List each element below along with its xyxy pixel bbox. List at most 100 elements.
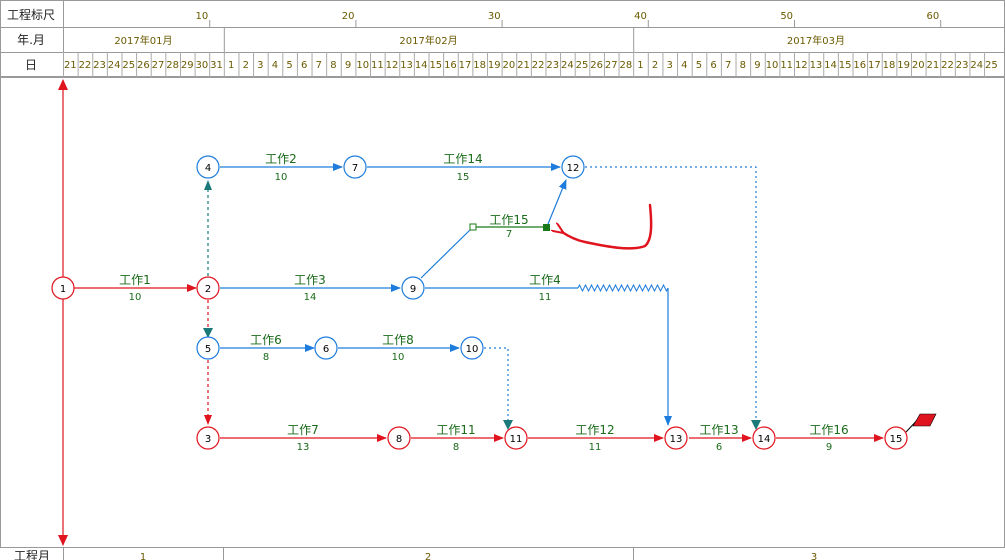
edge-15-12 — [547, 179, 567, 225]
footer-month-3: 3 — [811, 552, 817, 560]
node-11[interactable]: 11 — [504, 426, 528, 450]
start-line-bottom-arrow — [58, 535, 68, 546]
day-label: 28 — [620, 60, 633, 71]
day-label: 11 — [780, 60, 793, 71]
node-4-label: 4 — [205, 163, 211, 174]
day-label: 12 — [386, 60, 399, 71]
day-label: 19 — [897, 60, 910, 71]
day-label: 23 — [546, 60, 559, 71]
day-label: 23 — [93, 60, 106, 71]
task-duration-13: 6 — [716, 442, 722, 453]
day-label: 13 — [810, 60, 823, 71]
node-13-label: 13 — [670, 434, 683, 445]
node-6-label: 6 — [323, 344, 329, 355]
node-15[interactable]: 15 — [884, 426, 908, 450]
day-label: 10 — [356, 60, 369, 71]
day-label: 17 — [868, 60, 881, 71]
start-line-top-arrow — [58, 79, 68, 90]
day-label: 29 — [181, 60, 194, 71]
edge-10-11-arrow — [503, 420, 513, 430]
task15-end-marker — [543, 224, 550, 231]
timeline-footer: 工程月 1 2 3 — [0, 547, 1005, 560]
day-label: 4 — [681, 60, 687, 71]
node-15-label: 15 — [890, 434, 903, 445]
day-label: 3 — [667, 60, 673, 71]
task-duration-3: 14 — [304, 292, 317, 303]
task-duration-1: 10 — [129, 292, 142, 303]
node-9[interactable]: 9 — [401, 276, 425, 300]
day-label: 18 — [473, 60, 486, 71]
node-11-label: 11 — [510, 434, 523, 445]
month-label: 2017年01月 — [114, 34, 172, 47]
start-line — [58, 79, 68, 546]
day-label: 1 — [637, 60, 643, 71]
day-label: 16 — [444, 60, 457, 71]
node-8[interactable]: 8 — [387, 426, 411, 450]
day-label: 22 — [79, 60, 92, 71]
day-label: 10 — [766, 60, 779, 71]
edge-12-14-dummy — [585, 166, 757, 426]
task-name-13: 工作13 — [699, 423, 738, 437]
task-name-1: 工作1 — [119, 273, 151, 287]
node-13[interactable]: 13 — [664, 426, 688, 450]
node-8-label: 8 — [396, 434, 402, 445]
task-duration-4: 11 — [539, 292, 552, 303]
day-row-label: 日 — [25, 58, 37, 72]
day-label: 31 — [210, 60, 223, 71]
node-12[interactable]: 12 — [561, 155, 585, 179]
scale-tick-label: 10 — [196, 11, 209, 22]
node-4[interactable]: 4 — [196, 155, 220, 179]
task-name-8: 工作8 — [382, 333, 414, 347]
day-label: 6 — [710, 60, 716, 71]
day-label: 14 — [415, 60, 428, 71]
day-label: 30 — [196, 60, 209, 71]
task-duration-15: 7 — [506, 229, 512, 240]
node-1[interactable]: 1 — [51, 276, 75, 300]
day-label: 28 — [166, 60, 179, 71]
node-7-label: 7 — [352, 163, 358, 174]
task-name-11: 工作11 — [436, 423, 475, 437]
node-2-label: 2 — [205, 284, 211, 295]
node-5-label: 5 — [205, 344, 211, 355]
scale-tick-label: 50 — [780, 11, 793, 22]
task-duration-7: 13 — [297, 442, 310, 453]
node-2[interactable]: 2 — [196, 276, 220, 300]
edge-12-14-arrow — [751, 420, 761, 430]
day-label: 25 — [576, 60, 589, 71]
day-label: 13 — [400, 60, 413, 71]
node-5[interactable]: 5 — [196, 336, 220, 360]
task-duration-14: 15 — [457, 172, 470, 183]
edge-2-5-arrow — [203, 328, 213, 338]
task15-start-marker — [469, 223, 477, 231]
day-label: 12 — [795, 60, 808, 71]
task-labels: 工作1 10 工作2 10 工作3 14 工作4 11 工作6 8 工作7 13… — [119, 152, 848, 453]
day-label: 26 — [590, 60, 603, 71]
node-6[interactable]: 6 — [314, 336, 338, 360]
day-label: 21 — [64, 60, 77, 71]
footer-month-2: 2 — [425, 552, 431, 560]
day-label: 9 — [754, 60, 760, 71]
node-14[interactable]: 14 — [752, 426, 776, 450]
task-duration-12: 11 — [589, 442, 602, 453]
node-10[interactable]: 10 — [460, 336, 484, 360]
day-label: 8 — [740, 60, 746, 71]
day-label: 27 — [605, 60, 618, 71]
event-nodes: 1 2 3 4 5 6 7 8 9 10 11 12 13 14 15 — [51, 155, 908, 450]
day-label: 9 — [345, 60, 351, 71]
day-label: 20 — [503, 60, 516, 71]
task-name-4: 工作4 — [529, 273, 561, 287]
edge-9-15-lead — [420, 226, 474, 279]
footer-label: 工程月 — [14, 548, 50, 560]
node-3[interactable]: 3 — [196, 426, 220, 450]
task-duration-16: 9 — [826, 442, 832, 453]
day-label: 19 — [488, 60, 501, 71]
node-7[interactable]: 7 — [343, 155, 367, 179]
day-label: 2 — [243, 60, 249, 71]
scale-tick-label: 60 — [927, 11, 940, 22]
day-label: 5 — [696, 60, 702, 71]
task-name-2: 工作2 — [265, 152, 297, 166]
